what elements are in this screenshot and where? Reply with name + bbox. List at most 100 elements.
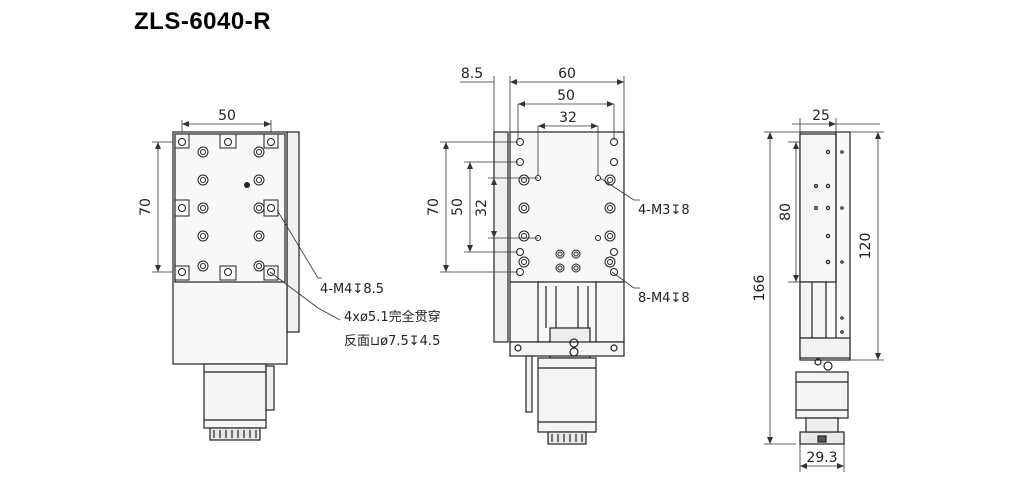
front-counterbore-hole bbox=[197, 146, 209, 158]
top-inner-width-dim: 50 bbox=[557, 88, 575, 104]
top-counterbore-hole-inner bbox=[607, 259, 613, 265]
front-hole-group bbox=[178, 138, 275, 276]
top-dimensions bbox=[440, 76, 640, 289]
front-counterbore-hole-inner bbox=[200, 177, 206, 183]
front-sensor-bracket bbox=[265, 365, 275, 411]
side-height-dim-80: 80 bbox=[778, 203, 794, 221]
top-small-hole bbox=[610, 158, 618, 166]
top-view bbox=[493, 131, 625, 445]
side-top-dim: 25 bbox=[812, 108, 830, 124]
front-height-dim: 70 bbox=[138, 198, 154, 216]
front-counterbore-hole bbox=[253, 202, 265, 214]
front-counterbore-hole-inner bbox=[200, 205, 206, 211]
front-dimensions bbox=[152, 120, 341, 321]
front-holes bbox=[174, 133, 279, 281]
top-m3-hole bbox=[595, 235, 601, 241]
front-counterbore-hole bbox=[197, 260, 209, 272]
front-mount-hole bbox=[224, 138, 232, 146]
front-carriage-plate bbox=[174, 133, 286, 283]
front-motor-knob bbox=[209, 427, 261, 441]
front-counterbore-hole-inner bbox=[256, 263, 262, 269]
top-counterbore-hole bbox=[518, 202, 530, 214]
front-counterbore-hole-inner bbox=[256, 205, 262, 211]
top-base bbox=[509, 341, 625, 357]
top-counterbore-hole-inner bbox=[607, 233, 613, 239]
top-counterbore-hole bbox=[604, 202, 616, 214]
top-counterbore-hole bbox=[518, 174, 530, 186]
top-width-dim: 60 bbox=[558, 66, 576, 82]
front-counterbore-hole bbox=[197, 202, 209, 214]
front-counterbore-hole-inner bbox=[200, 263, 206, 269]
front-counterbore-hole bbox=[253, 174, 265, 186]
top-height-dim: 70 bbox=[426, 198, 442, 216]
top-counterbore-hole bbox=[604, 230, 616, 242]
top-counterbore-hole bbox=[604, 256, 616, 268]
front-counterbore-hole-inner bbox=[256, 233, 262, 239]
top-center-hole bbox=[555, 263, 565, 273]
top-center-hole-inner bbox=[573, 265, 579, 271]
top-motor-knob bbox=[547, 431, 587, 445]
front-callout-through-1: 4xø5.1完全贯穿 bbox=[344, 309, 441, 325]
front-mount-hole bbox=[178, 138, 186, 146]
front-view bbox=[172, 131, 300, 441]
top-small-hole bbox=[610, 248, 618, 256]
top-center-hole bbox=[555, 249, 565, 259]
top-body bbox=[509, 131, 625, 283]
top-counterbore-hole bbox=[604, 174, 616, 186]
front-width-dim: 50 bbox=[218, 108, 236, 124]
front-back-plate bbox=[286, 131, 300, 333]
side-motor bbox=[795, 371, 849, 419]
front-counterbore-hole-inner bbox=[200, 233, 206, 239]
front-counterbore-hole bbox=[253, 230, 265, 242]
front-counterbore-hole bbox=[253, 260, 265, 272]
front-mount-hole bbox=[267, 268, 275, 276]
drawing-title: ZLS-6040-R bbox=[134, 8, 272, 35]
front-callout-tapped: 4-M4↧8.5 bbox=[320, 282, 384, 297]
top-side-plate bbox=[493, 131, 509, 343]
top-small-hole bbox=[610, 268, 618, 276]
top-counterbore-hole-inner bbox=[521, 205, 527, 211]
side-height-dim-120: 120 bbox=[858, 233, 874, 260]
front-mount-hole bbox=[178, 268, 186, 276]
top-motor bbox=[537, 357, 597, 433]
top-callout-m4: 8-M4↧8 bbox=[638, 291, 690, 306]
side-lower-rail bbox=[799, 281, 827, 339]
top-hole-height-dim: 32 bbox=[474, 199, 490, 217]
front-mount-hole bbox=[267, 138, 275, 146]
side-dimensions bbox=[764, 118, 884, 472]
front-mount-hole bbox=[267, 204, 275, 212]
top-counterbore-hole bbox=[518, 256, 530, 268]
top-counterbore-hole-inner bbox=[521, 177, 527, 183]
top-center-hole-inner bbox=[557, 251, 563, 257]
top-inner-height-dim: 50 bbox=[450, 198, 466, 216]
top-counterbore-hole-inner bbox=[607, 177, 613, 183]
front-mount-hole bbox=[178, 204, 186, 212]
top-hole-pitch-dim: 32 bbox=[559, 110, 577, 126]
side-motor-width-dim: 29.3 bbox=[806, 450, 837, 466]
top-center-hole bbox=[571, 263, 581, 273]
side-view bbox=[795, 131, 851, 445]
front-counterbore-hole bbox=[197, 174, 209, 186]
front-callout-through-2: 反面⊔ø7.5↧4.5 bbox=[344, 334, 440, 349]
top-counterbore-hole-inner bbox=[521, 233, 527, 239]
front-motor bbox=[203, 363, 267, 429]
front-mount-hole bbox=[224, 268, 232, 276]
top-sensor bbox=[525, 355, 533, 413]
front-counterbore-hole-inner bbox=[256, 177, 262, 183]
side-total-height-dim: 166 bbox=[752, 275, 768, 302]
top-center-hole-inner bbox=[557, 265, 563, 271]
front-counterbore-hole-inner bbox=[200, 149, 206, 155]
top-offset-dim: 8.5 bbox=[461, 66, 483, 82]
front-counterbore-hole-inner bbox=[256, 149, 262, 155]
front-counterbore-hole bbox=[253, 146, 265, 158]
side-base bbox=[799, 337, 851, 359]
top-counterbore-hole-inner bbox=[607, 205, 613, 211]
top-counterbore-hole-inner bbox=[521, 259, 527, 265]
top-center-hole-inner bbox=[573, 251, 579, 257]
front-counterbore-hole bbox=[197, 230, 209, 242]
top-counterbore-hole bbox=[518, 230, 530, 242]
front-pin-hole bbox=[244, 182, 250, 188]
top-center-hole bbox=[571, 249, 581, 259]
top-callout-m3: 4-M3↧8 bbox=[638, 203, 690, 218]
